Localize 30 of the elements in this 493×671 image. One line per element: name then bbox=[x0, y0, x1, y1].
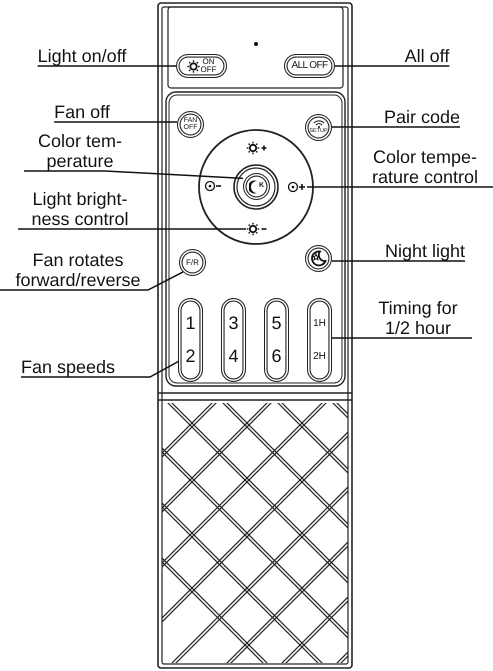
callout-label: Color tempe- rature control bbox=[356, 148, 493, 187]
leader-line bbox=[20, 360, 180, 378]
night-light-button bbox=[305, 245, 332, 272]
leader-line bbox=[24, 170, 244, 180]
callout-label: Fan speeds bbox=[20, 358, 116, 377]
speed-button: 5 6 bbox=[264, 298, 289, 382]
timer-button: 1H 2H bbox=[307, 298, 332, 382]
leader-line bbox=[38, 65, 176, 67]
leader-line bbox=[332, 260, 466, 262]
callout-label: Color tem- perature bbox=[24, 132, 136, 171]
on-off-button: ON OFF bbox=[176, 54, 227, 78]
speed-button: 1 2 bbox=[178, 298, 203, 382]
all-off-button: ALL OFF bbox=[284, 54, 335, 78]
callout-label: Pair code bbox=[384, 108, 460, 127]
callout-label: Fan off bbox=[54, 102, 110, 122]
leader-line bbox=[332, 337, 472, 339]
leader-line bbox=[307, 186, 493, 188]
speed-button: 3 4 bbox=[221, 298, 246, 382]
leader-line bbox=[18, 228, 246, 230]
callout-label: Night light bbox=[384, 242, 466, 261]
callout-label: Timing for 1/2 hour bbox=[364, 299, 472, 338]
leader-line bbox=[54, 121, 177, 123]
leader-line bbox=[335, 65, 450, 67]
callout-label: All off bbox=[404, 46, 450, 66]
forward-reverse-button: F/R bbox=[179, 249, 206, 276]
leader-line bbox=[332, 126, 460, 128]
callout-label: Fan rotates forward/reverse bbox=[0, 251, 158, 290]
callout-label: Light on/off bbox=[38, 46, 126, 66]
callout-label: Light bright- ness control bbox=[18, 190, 142, 229]
leader-line bbox=[0, 271, 184, 291]
